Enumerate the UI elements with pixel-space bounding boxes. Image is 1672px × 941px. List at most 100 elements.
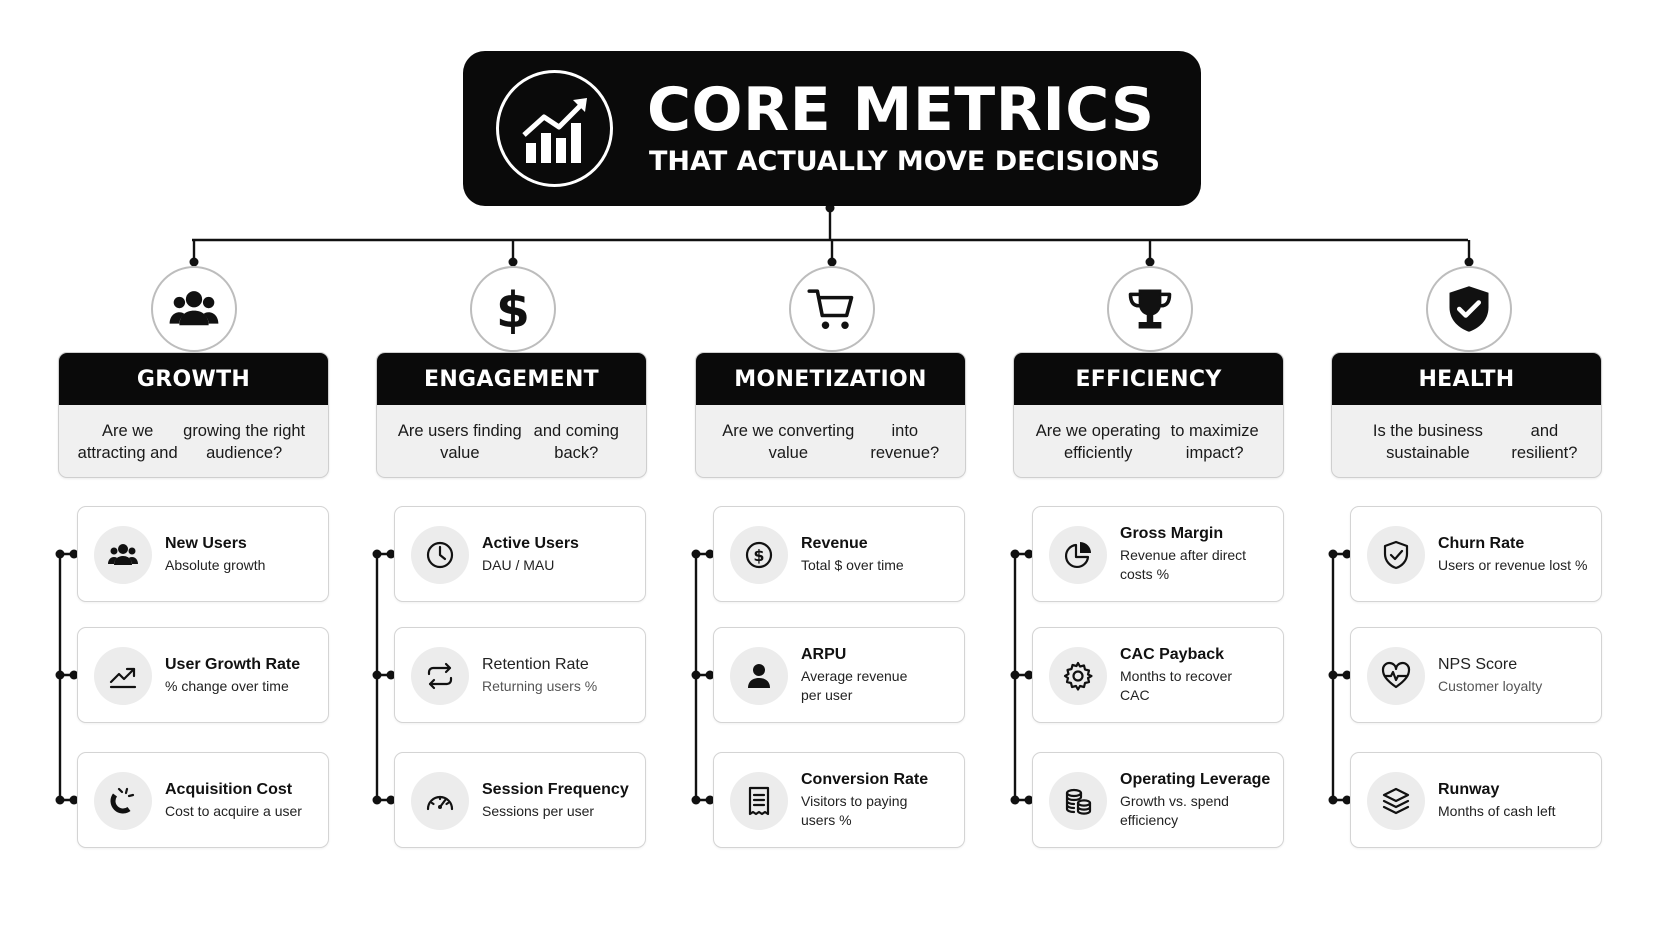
clock-icon: [411, 526, 469, 584]
metric-subtitle-line: users %: [801, 812, 852, 828]
metric-dot-session-frequency: [372, 795, 382, 805]
metric-subtitle-line: costs %: [1120, 566, 1170, 582]
receipt-icon: [730, 772, 788, 830]
metric-subtitle-line: efficiency: [1120, 812, 1179, 828]
metric-dot-end-acquisition-cost: [69, 795, 79, 805]
metric-subtitle: Absolute growth: [165, 556, 320, 575]
engagement-category-dollar-icon: $: [470, 266, 556, 352]
metric-dot-end-retention-rate: [386, 670, 396, 680]
metric-dot-operating-leverage: [1010, 795, 1020, 805]
svg-text:$: $: [496, 283, 530, 335]
metric-dot-end-nps-score: [1342, 670, 1352, 680]
metric-subtitle: % change over time: [165, 677, 320, 696]
metric-subtitle-line: Cost to acquire a user: [165, 802, 302, 819]
branch-dot-health: [1464, 257, 1474, 267]
metric-subtitle-line: CAC: [1120, 687, 1150, 703]
metric-subtitle-line: Revenue after direct: [1120, 547, 1247, 563]
metric-dot-active-users: [372, 549, 382, 559]
shield-check-outline-icon: [1367, 526, 1425, 584]
growth-category-users-icon: [151, 266, 237, 352]
metric-title: Session Frequency: [482, 780, 629, 798]
category-title: GROWTH: [59, 353, 328, 405]
metric-dot-conversion-rate: [691, 795, 701, 805]
metric-subtitle: Total $ over time: [801, 556, 956, 575]
metric-subtitle-line: DAU / MAU: [482, 556, 555, 573]
metric-card-user-growth-rate: User Growth Rate% change over time: [77, 627, 329, 723]
metric-subtitle: Average revenue per user: [801, 667, 956, 705]
page-title: CORE METRICS: [647, 75, 1155, 145]
dollar-circle-icon: $: [730, 526, 788, 584]
metric-dot-end-gross-margin: [1024, 549, 1034, 559]
metric-subtitle-line: Growth vs. spend: [1120, 793, 1229, 809]
metric-dot-end-runway: [1342, 795, 1352, 805]
metric-dot-arpu: [691, 670, 701, 680]
category-question-line: growing the right audience?: [183, 422, 306, 462]
branch-dot-engagement: [508, 257, 518, 267]
metric-dot-nps-score: [1328, 670, 1338, 680]
title-banner: CORE METRICS THAT ACTUALLY MOVE DECISION…: [463, 51, 1201, 206]
health-category-card: HEALTH Is the business sustainable and res…: [1331, 352, 1602, 478]
metric-text: User Growth Rate% change over time: [165, 628, 320, 722]
layers-icon: [1367, 772, 1425, 830]
metric-subtitle: Sessions per user: [482, 802, 637, 821]
metric-subtitle-line: Absolute growth: [165, 556, 266, 573]
metric-subtitle-line: Visitors to paying: [801, 793, 908, 809]
metric-title: Acquisition Cost: [165, 780, 293, 798]
category-title: ENGAGEMENT: [377, 353, 646, 405]
category-title: HEALTH: [1332, 353, 1601, 405]
growth-chart-icon: [496, 70, 613, 187]
category-title: EFFICIENCY: [1014, 353, 1283, 405]
page-subtitle: THAT ACTUALLY MOVE DECISIONS: [649, 146, 1160, 177]
user-icon: [730, 647, 788, 705]
branch-dot-monetization: [827, 257, 837, 267]
metric-subtitle: Returning users %: [482, 677, 637, 696]
metric-dot-end-user-growth-rate: [69, 670, 79, 680]
category-question-line: and resilient?: [1511, 422, 1578, 462]
metric-subtitle: Visitors to paying users %: [801, 792, 956, 830]
metric-subtitle-line: Average revenue: [801, 668, 908, 684]
metric-subtitle-line: Returning users %: [482, 677, 598, 694]
metric-dot-end-conversion-rate: [705, 795, 715, 805]
metric-subtitle: Growth vs. spend efficiency: [1120, 792, 1275, 830]
metric-subtitle: Users or revenue lost %: [1438, 556, 1593, 575]
metric-subtitle-line: per user: [801, 687, 853, 703]
metric-title: NPS Score: [1438, 655, 1518, 673]
svg-text:$: $: [753, 546, 764, 565]
metric-dot-end-cac-payback: [1024, 670, 1034, 680]
metric-title: Active Users: [482, 534, 579, 552]
category-question-line: Are users finding value: [397, 422, 522, 462]
metric-dot-end-session-frequency: [386, 795, 396, 805]
metric-dot-churn-rate: [1328, 549, 1338, 559]
metric-subtitle: Cost to acquire a user: [165, 802, 320, 821]
category-question-line: Is the business sustainable: [1372, 422, 1483, 462]
metric-title: CAC Payback: [1120, 646, 1225, 663]
metric-dot-runway: [1328, 795, 1338, 805]
metric-subtitle-line: Total $ over time: [801, 556, 904, 573]
metric-subtitle-line: Customer loyalty: [1438, 677, 1543, 694]
